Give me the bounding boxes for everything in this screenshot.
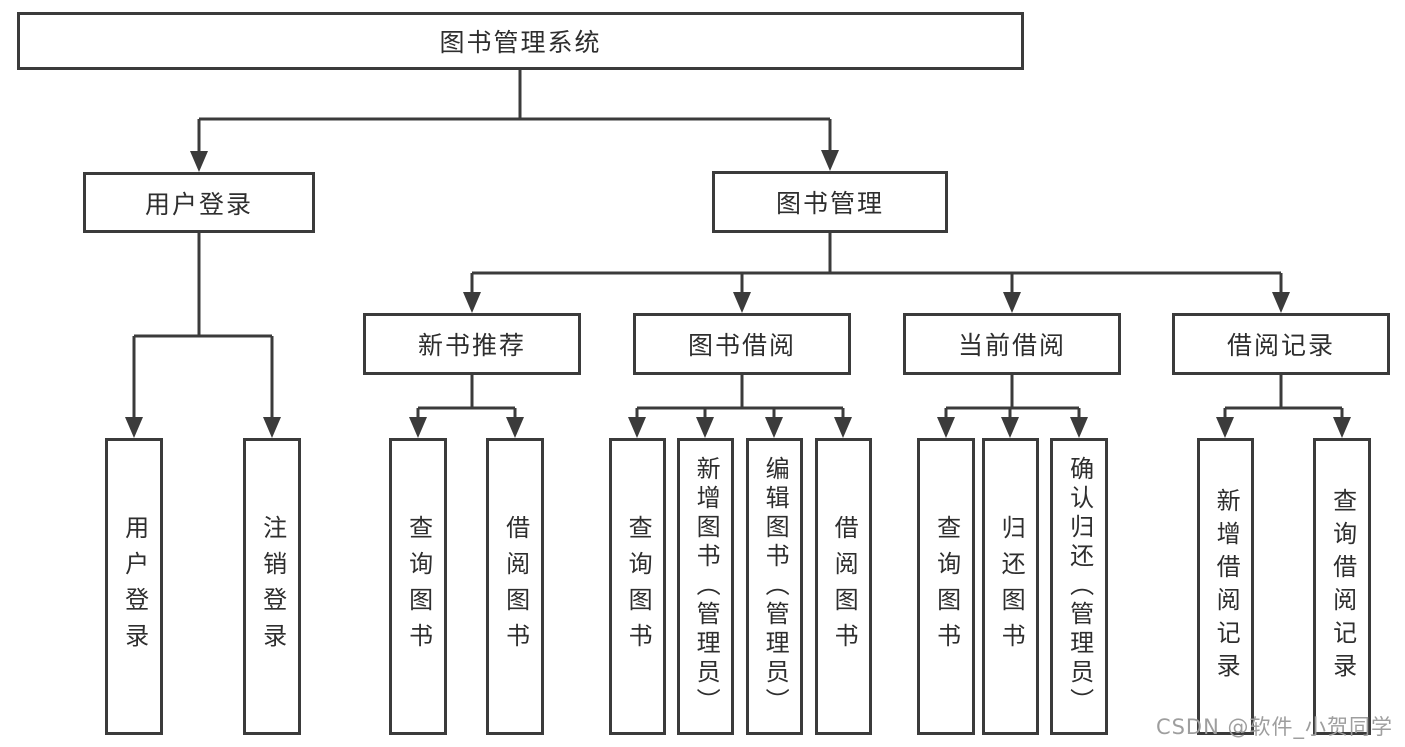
leaf-logout: 注销登录 [243, 438, 301, 735]
leaf-query-borrow-record-label: 查询借阅记录 [1328, 487, 1357, 686]
node-book-management: 图书管理 [712, 171, 948, 233]
node-root: 图书管理系统 [17, 12, 1024, 70]
node-new-book-recommend: 新书推荐 [363, 313, 581, 375]
leaf-query-books-current: 查询图书 [917, 438, 975, 735]
leaf-add-borrow-record-label: 新增借阅记录 [1212, 487, 1241, 686]
leaf-edit-book-admin-label: 编辑图书（管理员） [761, 456, 790, 717]
leaf-query-books-borrow-label: 查询图书 [624, 514, 653, 659]
leaf-add-borrow-record: 新增借阅记录 [1197, 438, 1254, 735]
leaf-confirm-return-admin-label: 确认归还（管理员） [1065, 456, 1094, 717]
leaf-query-books-recommend-label: 查询图书 [404, 514, 433, 659]
leaf-logout-label: 注销登录 [258, 514, 287, 659]
leaf-edit-book-admin: 编辑图书（管理员） [746, 438, 803, 735]
leaf-borrow-books-recommend-label: 借阅图书 [501, 514, 530, 659]
leaf-confirm-return-admin: 确认归还（管理员） [1050, 438, 1108, 735]
leaf-return-book: 归还图书 [982, 438, 1039, 735]
leaf-query-books-borrow: 查询图书 [609, 438, 666, 735]
node-current-borrow: 当前借阅 [903, 313, 1121, 375]
leaf-query-books-recommend: 查询图书 [389, 438, 447, 735]
leaf-borrow-books: 借阅图书 [815, 438, 872, 735]
node-user-login: 用户登录 [83, 172, 315, 233]
leaf-add-book-admin: 新增图书（管理员） [677, 438, 734, 735]
leaf-borrow-books-recommend: 借阅图书 [486, 438, 544, 735]
node-borrow-records: 借阅记录 [1172, 313, 1390, 375]
node-book-borrow: 图书借阅 [633, 313, 851, 375]
watermark: CSDN @软件_小贺同学 [1155, 715, 1393, 739]
leaf-query-books-current-label: 查询图书 [932, 514, 961, 659]
leaf-user-login-label: 用户登录 [120, 514, 149, 659]
leaf-return-book-label: 归还图书 [997, 514, 1026, 659]
leaf-add-book-admin-label: 新增图书（管理员） [692, 456, 721, 717]
leaf-query-borrow-record: 查询借阅记录 [1313, 438, 1371, 735]
leaf-borrow-books-label: 借阅图书 [830, 514, 859, 659]
leaf-user-login: 用户登录 [105, 438, 163, 735]
